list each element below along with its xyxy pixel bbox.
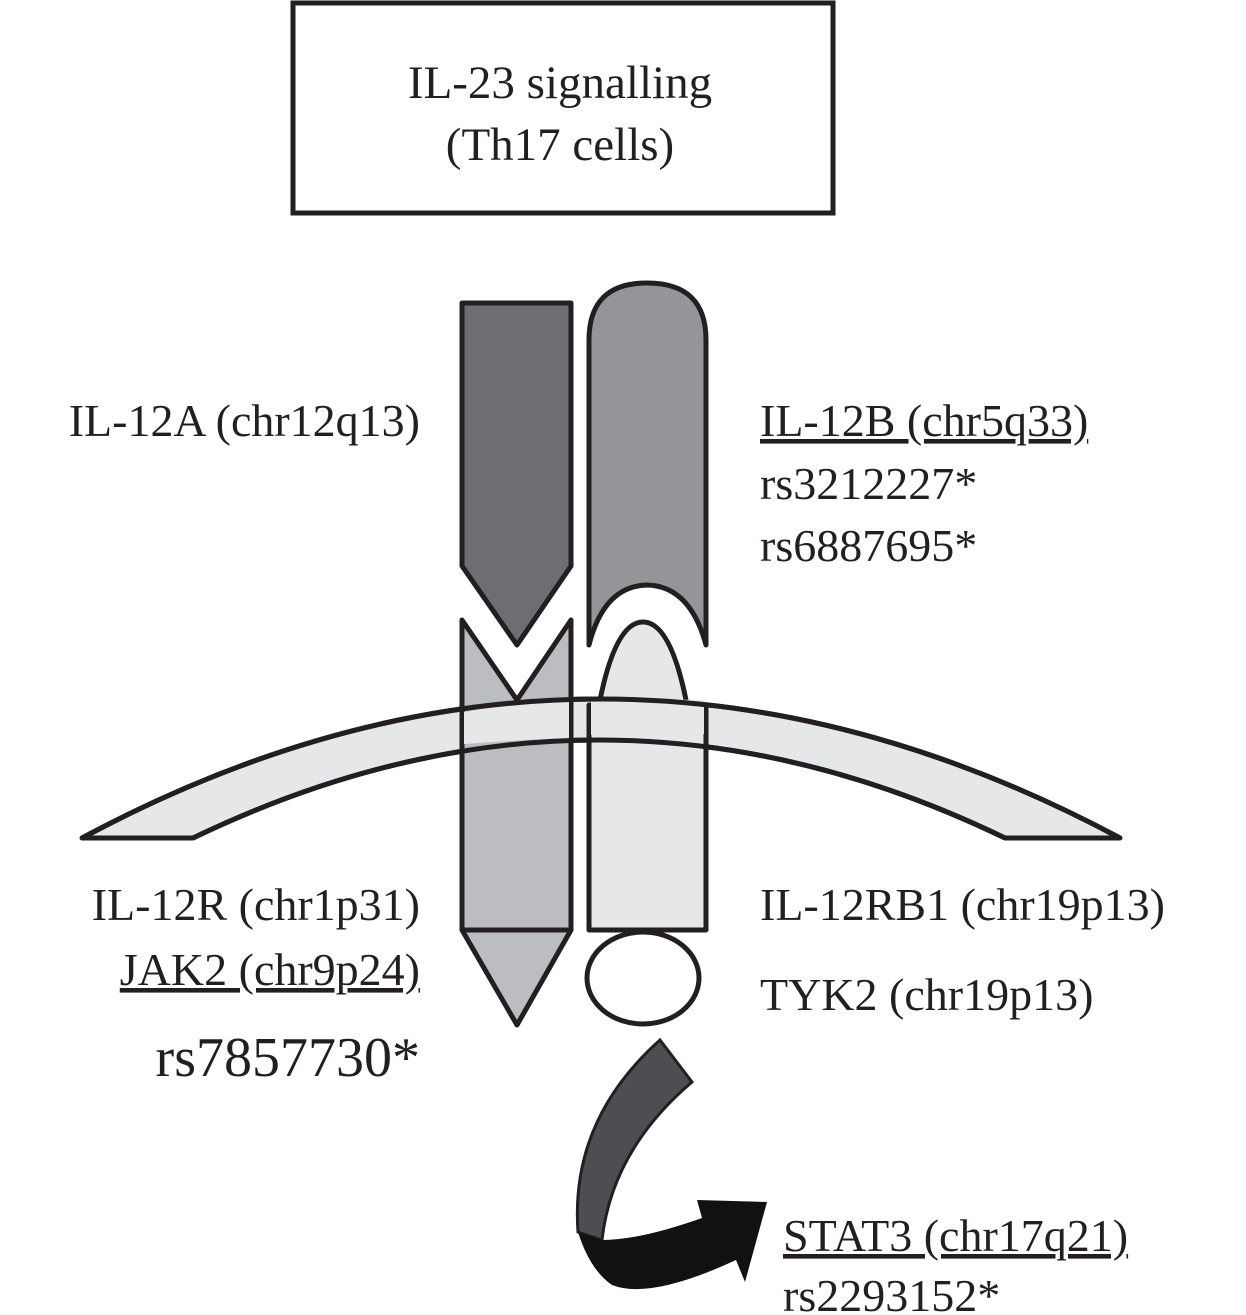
label-il12r: IL-12R (chr1p31) [92,879,420,930]
label-jak2-snp: rs7857730* [156,1027,420,1089]
label-il12b-snp2: rs6887695* [760,520,977,571]
signal-arrow-upper [575,1037,695,1243]
title-box [290,0,836,216]
il12b-subunit [586,280,709,648]
label-jak2: JAK2 (chr9p24) [120,944,420,995]
label-il12a: IL-12A (chr12q13) [69,395,420,446]
label-il12b-snp1: rs3212227* [760,458,977,509]
membrane-inner-edge [191,737,1007,841]
signal-arrow-head [578,1200,767,1290]
label-tyk2: TYK2 (chr19p13) [760,969,1093,1020]
il12r-receptor [459,617,574,933]
membrane-overlap-left [464,700,569,744]
membrane-outer-edge [80,696,1122,841]
label-stat3-snp: rs2293152* [783,1270,1000,1315]
il12rb1-receptor [586,619,709,933]
label-stat3: STAT3 (chr17q21) [783,1210,1128,1261]
tyk2-ellipse [584,929,702,1027]
label-il12b: IL-12B (chr5q33) [760,395,1088,446]
il12r-tip [459,927,574,1028]
title-line1: IL-23 signalling [408,57,712,109]
label-il12rb1: IL-12RB1 (chr19p13) [760,879,1165,930]
membrane-overlap-right [591,699,704,735]
il12a-subunit [459,300,574,648]
title-line2: (Th17 cells) [446,119,674,171]
